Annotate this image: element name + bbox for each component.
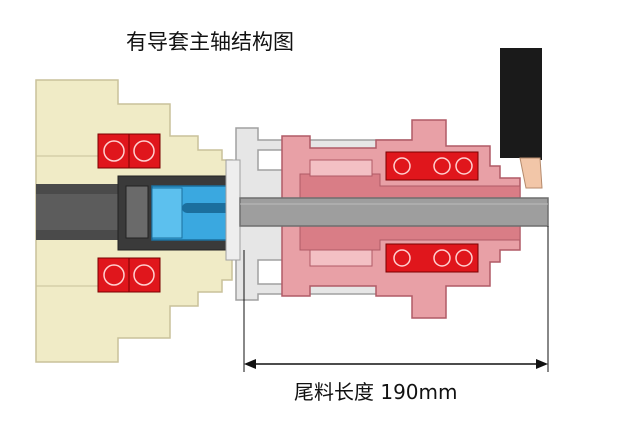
diagram-title: 有导套主轴结构图 (126, 30, 294, 54)
bar-stock (239, 197, 549, 227)
main-bearing-top (97, 133, 161, 169)
tail-length-label: 尾料长度 190mm (294, 380, 458, 404)
main-bearing-bottom (97, 257, 161, 293)
dimension-line (243, 226, 549, 372)
guide-bush-bearing-top (385, 151, 479, 181)
guide-bush-bearing-bottom (385, 243, 479, 273)
cutting-tool (500, 48, 543, 189)
